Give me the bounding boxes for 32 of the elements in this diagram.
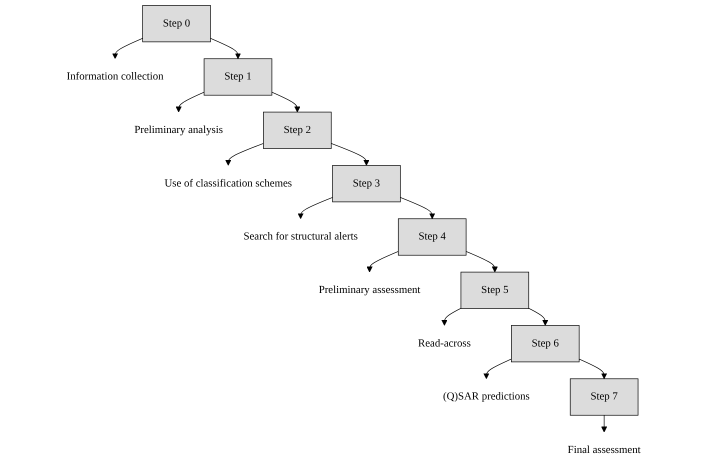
arrow <box>330 143 370 166</box>
arrow <box>483 358 512 380</box>
arrow <box>466 251 498 272</box>
arrow <box>210 38 241 59</box>
arrow <box>528 308 548 326</box>
node-box <box>398 218 466 256</box>
node-box <box>204 58 272 96</box>
node-box <box>262 112 332 149</box>
node-box <box>570 378 638 416</box>
flowchart: Step 0 Information collection Step 1 Preliminary analysis Step 2 Use of classification schemes Step 3 Search for structural alerts Step 4 Preliminary assessment Step 5 Read-across Step 6 (Q)SAR predictions Step 7 Final assessment <box>40 0 666 474</box>
node-text: Preliminary assessment <box>318 284 420 296</box>
arrow <box>441 308 462 326</box>
node-text: Read-across <box>418 338 471 350</box>
node-text: Search for structural alerts <box>243 230 358 242</box>
node-text: Use of classification schemes <box>164 178 292 190</box>
arrow <box>298 197 333 220</box>
arrow <box>112 38 143 59</box>
arrow <box>225 143 264 166</box>
node-text: (Q)SAR predictions <box>442 390 530 402</box>
arrow <box>601 414 607 432</box>
arrow <box>400 197 436 220</box>
node-text: Final assessment <box>568 444 640 456</box>
arrow <box>176 92 204 112</box>
node-box <box>510 325 580 362</box>
arrow <box>366 251 398 272</box>
arrow <box>271 92 300 112</box>
node-box <box>142 5 211 42</box>
node-box <box>460 272 529 309</box>
node-text: Information collection <box>66 70 164 82</box>
node-box <box>332 165 401 202</box>
node-text: Preliminary analysis <box>134 124 223 136</box>
arrow <box>578 358 607 380</box>
